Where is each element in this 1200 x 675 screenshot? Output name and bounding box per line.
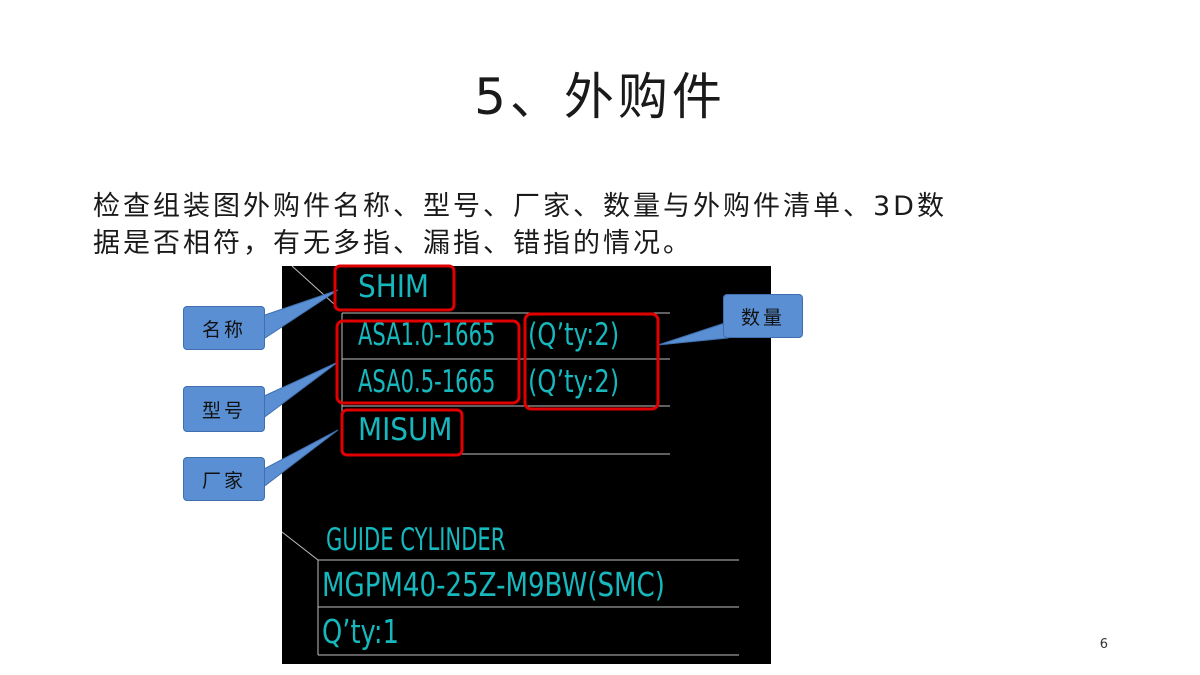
cad-drawing-panel: SHIM ASA1.0-1665 (Q’ty:2) ASA0.5-1665 (Q… [282, 266, 771, 664]
part1-qty-b-text: (Q’ty:2) [528, 364, 620, 400]
part2-name-text: GUIDE CYLINDER [326, 522, 506, 558]
callout-maker: 厂家 [183, 457, 265, 501]
part1-name-text: SHIM [358, 269, 430, 305]
callout-name: 名称 [183, 306, 265, 350]
page-number: 6 [1099, 637, 1108, 652]
body-line-2: 据是否相符，有无多指、漏指、错指的情况。 [93, 228, 693, 259]
callout-model: 型号 [183, 386, 265, 432]
part1-maker-text: MISUM [358, 412, 453, 448]
callout-quantity: 数量 [723, 294, 803, 338]
part1-model-b-text: ASA0.5-1665 [358, 364, 496, 400]
part1-qty-a-text: (Q’ty:2) [528, 317, 620, 353]
part2-qty-text: Q’ty:1 [322, 612, 399, 651]
body-line-1: 检查组装图外购件名称、型号、厂家、数量与外购件清单、3D数 [93, 191, 947, 222]
cad-leader-lines [282, 266, 739, 656]
slide-title: 5、外购件 [474, 68, 726, 126]
slide-body: 检查组装图外购件名称、型号、厂家、数量与外购件清单、3D数 据是否相符，有无多指… [93, 188, 1113, 262]
part1-model-a-text: ASA1.0-1665 [358, 317, 496, 353]
part2-model-text: MGPM40-25Z-M9BW(SMC) [322, 565, 665, 604]
